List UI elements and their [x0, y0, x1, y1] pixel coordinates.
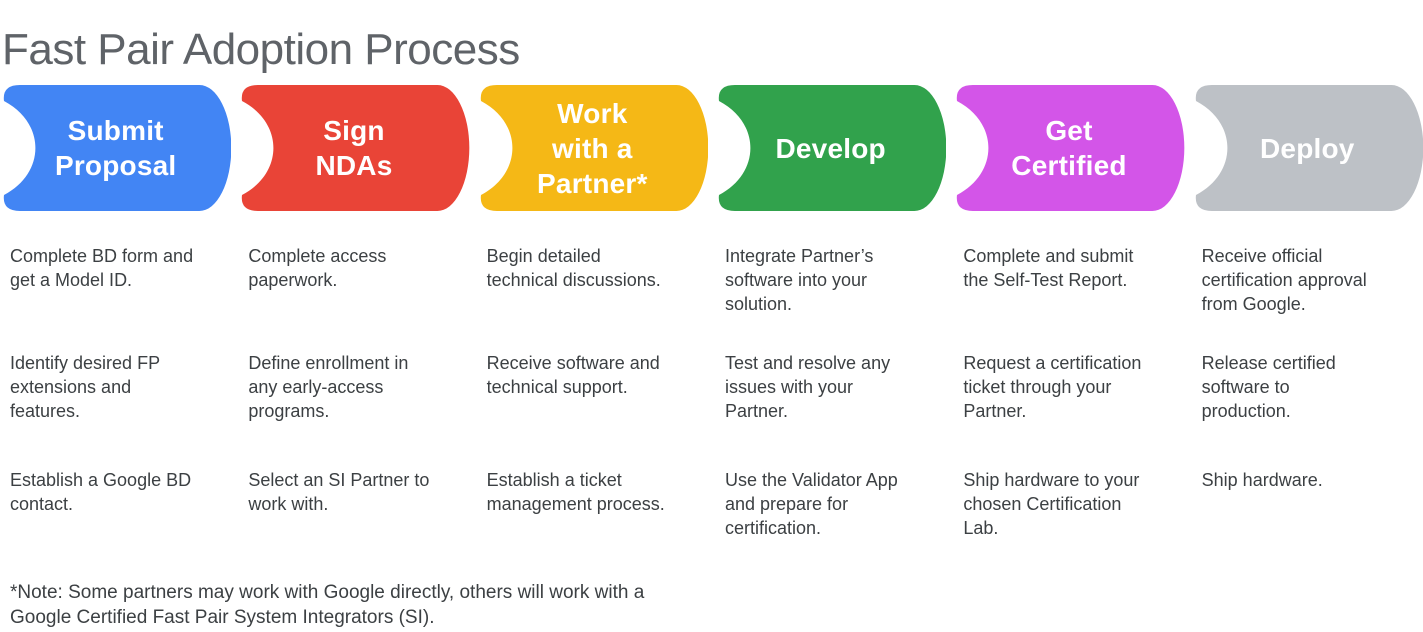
desc-develop-row2: Test and resolve any issues with your Pa…	[724, 353, 891, 421]
stage-shape-path	[3, 85, 232, 211]
stage-shape-path	[957, 85, 1185, 211]
desc-get-certified-row1: Complete and submit the Self-Test Report…	[963, 246, 1134, 290]
desc-submit-proposal-row3: Establish a Google BD contact.	[10, 470, 192, 514]
desc-get-certified-row3: Ship hardware to your chosen Certificati…	[963, 470, 1140, 538]
desc-deploy-row3: Ship hardware.	[1201, 470, 1323, 490]
stage-label-get-certified: Get Certified	[1011, 115, 1127, 181]
stage-develop: Develop	[715, 85, 947, 211]
stage-sign-ndas: Sign NDAs	[238, 85, 470, 211]
stage-label-develop: Develop	[775, 132, 886, 164]
desc-develop-row3: Use the Validator App and prepare for ce…	[724, 470, 898, 538]
stage-work-with-partner: Work with a Partner*	[477, 85, 708, 211]
desc-submit-proposal-row2: Identify desired FP extensions and featu…	[10, 353, 161, 421]
desc-work-with-partner-row2: Receive software and technical support.	[486, 353, 660, 397]
stage-shape-icon	[957, 85, 1185, 211]
page-title: Fast Pair Adoption Process	[2, 25, 520, 75]
desc-get-certified-row2: Request a certification ticket through y…	[963, 353, 1142, 421]
desc-submit-proposal-row1: Complete BD form and get a Model ID.	[10, 246, 194, 290]
stage-label-submit-proposal: Submit Proposal	[54, 115, 177, 181]
desc-sign-ndas-row2: Define enrollment in any early-access pr…	[248, 353, 409, 421]
stage-shape-icon	[480, 85, 708, 211]
step-descriptions-grid: Complete BD form and get a Model ID. Com…	[0, 211, 1423, 540]
footnote: *Note: Some partners may work with Googl…	[10, 582, 645, 628]
desc-deploy-row1: Receive official certification approval …	[1201, 246, 1367, 314]
desc-sign-ndas-row3: Select an SI Partner to work with.	[248, 470, 430, 514]
stage-shape-icon	[718, 85, 947, 211]
stage-label-deploy: Deploy	[1260, 132, 1355, 164]
stage-shape-icon	[242, 85, 470, 211]
desc-work-with-partner-row3: Establish a ticket management process.	[486, 470, 665, 514]
stage-shape-path	[242, 85, 470, 211]
stage-label-work-with-partner: Work with a Partner*	[537, 97, 648, 199]
stage-shape-path	[1195, 85, 1423, 211]
desc-deploy-row2: Release certified software to production…	[1201, 353, 1336, 421]
stage-shape-path	[480, 85, 708, 211]
stage-shape-path	[718, 85, 947, 211]
stage-deploy: Deploy	[1192, 85, 1423, 211]
process-stages-row: Submit Proposal Sign NDAs Work with a Pa…	[0, 85, 1423, 211]
stage-shape-icon	[3, 85, 232, 211]
stage-shape-icon	[1195, 85, 1423, 211]
stage-label-sign-ndas: Sign NDAs	[315, 115, 393, 181]
desc-work-with-partner-row1: Begin detailed technical discussions.	[486, 246, 661, 290]
desc-develop-row1: Integrate Partner’s software into your s…	[724, 246, 874, 314]
stage-get-certified: Get Certified	[953, 85, 1185, 211]
desc-sign-ndas-row1: Complete access paperwork.	[248, 246, 387, 290]
stage-submit-proposal: Submit Proposal	[0, 85, 232, 211]
